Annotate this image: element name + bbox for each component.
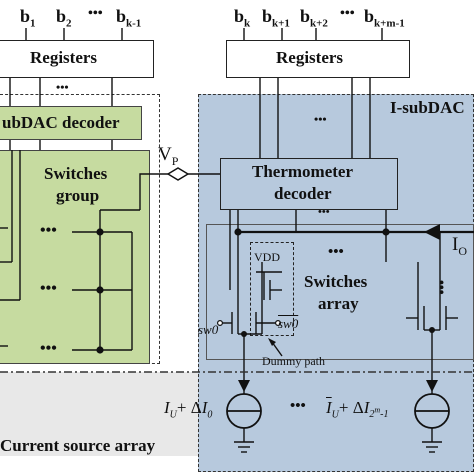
- right-bits-dots: •••: [340, 6, 355, 21]
- decoder-dots: •••: [318, 206, 330, 218]
- current-source-mid-dots: •••: [290, 398, 306, 414]
- thermo-decoder-line1: Thermometer: [252, 162, 354, 181]
- vsub-decoder-label: ubDAC decoder: [2, 113, 120, 132]
- right-registers-dots: •••: [314, 112, 327, 126]
- left-registers-label: Registers: [30, 48, 98, 67]
- bit-bk+m-1: bk+m-1: [364, 6, 405, 30]
- bit-bk+2: bk+2: [300, 6, 328, 30]
- right-registers-box: [226, 40, 410, 78]
- sw0-label: sw0: [198, 322, 219, 337]
- vp-label: VP: [158, 144, 179, 168]
- vertical-dots: •••: [433, 280, 448, 295]
- current-source-array-label: Current source array: [0, 436, 156, 455]
- switches-group-box: [0, 150, 150, 364]
- bit-b1: b1: [20, 6, 36, 30]
- right-registers-label: Registers: [276, 48, 344, 67]
- isubdac-label: I-subDAC: [390, 98, 465, 117]
- left-registers-box: [0, 40, 154, 78]
- bit-bk+1: bk+1: [262, 6, 290, 30]
- isubdac-region: [198, 94, 474, 472]
- bit-bk-1: bk-1: [116, 6, 142, 30]
- left-registers-dots: •••: [56, 80, 69, 94]
- current-source-left-label: IU+ ΔI0: [164, 398, 213, 421]
- current-source-right-label: IU+ ΔI2m-1: [326, 398, 389, 421]
- sw0-bar-label: sw0: [278, 316, 299, 331]
- bit-bk: bk: [234, 6, 251, 30]
- vsub-decoder-box: [0, 106, 142, 140]
- switch-dots-2: •••: [40, 280, 57, 297]
- left-bits-dots: •••: [88, 6, 103, 21]
- bit-b2: b2: [56, 6, 72, 30]
- switch-dots-3: •••: [40, 340, 57, 357]
- dummy-path-box: [250, 242, 294, 336]
- thermo-decoder-line2: decoder: [274, 184, 332, 203]
- io-label: IO: [452, 234, 467, 258]
- thermometer-decoder-box: [220, 158, 398, 210]
- vdd-label: VDD: [254, 250, 280, 264]
- switch-dots-1: •••: [40, 222, 57, 239]
- switches-array-dots: •••: [328, 244, 344, 260]
- switches-group-line2: group: [56, 186, 100, 205]
- switches-array-line2: array: [318, 294, 359, 313]
- dummy-path-label: Dummy path: [262, 354, 325, 368]
- switches-array-line1: Switches: [304, 272, 368, 291]
- switches-group-line1: Switches: [44, 164, 108, 183]
